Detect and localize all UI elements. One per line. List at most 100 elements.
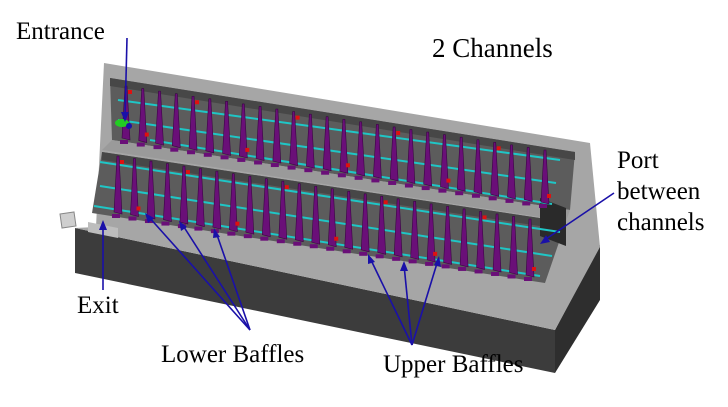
lower-baffle-foot (408, 259, 417, 264)
lower-baffle-arrow-2 (181, 223, 251, 331)
lower-baffle-foot (128, 216, 137, 221)
upper-baffle-foot (421, 186, 430, 191)
upper-baffle-foot (203, 152, 212, 157)
upper-baffle (440, 134, 449, 190)
upper-baffle-foot (120, 140, 128, 144)
entrance-label: Entrance (16, 18, 105, 45)
lower-baffle-arrow-3 (215, 231, 251, 331)
lower-baffle-foot (474, 269, 483, 274)
lower-baffle (459, 208, 469, 268)
lower-baffle (410, 201, 419, 260)
upper-baffle-foot (471, 193, 480, 198)
lower-baffle-foot (112, 214, 120, 218)
upper-baffle-arrow-2 (403, 264, 413, 346)
upper-baffle-foot (455, 191, 464, 196)
upper-baffle-foot (220, 155, 229, 160)
lower-baffle (179, 165, 189, 225)
lower-marker (482, 215, 487, 220)
upper-marker (345, 163, 350, 168)
lower-baffle-arrowhead-1 (145, 213, 154, 223)
lower-baffle-foot (194, 226, 203, 231)
lower-baffle (212, 170, 222, 230)
lower-baffle (476, 211, 485, 270)
lower-marker (334, 236, 339, 241)
lower-baffle-foot (507, 274, 516, 279)
lower-baffle-foot (276, 239, 285, 244)
upper-baffle-foot (270, 163, 279, 168)
lower-marker (284, 185, 289, 190)
lower-baffle (344, 190, 354, 250)
diagram-title: 2 Channels (432, 33, 553, 63)
upper-baffle-arrowhead-1 (368, 254, 375, 264)
lower-baffle-foot (227, 231, 236, 236)
upper-baffle-foot (187, 150, 196, 155)
lower-baffle (327, 188, 337, 248)
lower-baffle (492, 213, 502, 273)
upper-baffle-foot (287, 165, 296, 170)
entrance-arrow (124, 37, 128, 119)
inlet-marker (126, 123, 132, 129)
callout-arrows (99, 37, 615, 346)
lower-baffle (311, 185, 321, 245)
lower-baffle-foot (441, 264, 450, 269)
lower-baffle (196, 168, 205, 227)
lower-baffle (294, 183, 304, 243)
lower-baffle (245, 175, 255, 235)
lower-baffle-foot (293, 241, 302, 246)
upper-baffle-arrow-1 (369, 257, 413, 346)
lower-baffle (278, 180, 288, 240)
upper-marker (396, 130, 401, 135)
lower-marker (136, 206, 141, 211)
upper-baffle-foot (438, 188, 447, 193)
lower-baffle-arrowhead-3 (213, 228, 220, 238)
lower-baffle (393, 198, 403, 258)
upper-baffle (389, 126, 399, 182)
port-opening (540, 198, 566, 246)
upper-marker (295, 115, 300, 120)
upper-baffle-foot (404, 183, 413, 188)
lower-baffle-foot (524, 277, 532, 281)
upper-baffle (406, 129, 416, 184)
upper-marker (496, 146, 501, 151)
lower-marker (433, 251, 438, 256)
upper-marker (547, 194, 551, 198)
lower-baffle (525, 218, 535, 278)
lower-baffles-label: Lower Baffles (161, 341, 305, 368)
lower-baffle-foot (491, 271, 500, 276)
lower-baffle-arrow-1 (147, 215, 251, 331)
upper-baffle-foot (488, 196, 497, 201)
upper-baffle (507, 144, 516, 200)
lower-marker (235, 221, 240, 226)
upper-baffle-foot (153, 145, 162, 150)
upper-marker (195, 100, 200, 105)
lower-baffle-foot (392, 256, 401, 261)
upper-baffle (423, 131, 433, 187)
lower-baffle-foot (161, 221, 170, 226)
upper-baffle (272, 108, 282, 164)
lower-baffle (262, 178, 271, 238)
lower-baffle-foot (260, 236, 269, 241)
exit-label: Exit (77, 292, 119, 319)
upper-baffle-foot (136, 142, 145, 147)
upper-baffle-foot (522, 201, 531, 206)
upper-baffle-foot (304, 168, 313, 173)
exit-arrowhead (99, 220, 107, 230)
lower-marker (532, 267, 536, 271)
lower-baffle (163, 163, 172, 222)
upper-baffle-foot (505, 198, 514, 203)
port-arrowhead (540, 235, 550, 244)
lower-baffle (113, 155, 123, 215)
lower-marker (383, 200, 388, 205)
upper-marker (245, 147, 250, 152)
upper-baffle (473, 139, 483, 195)
upper-baffle (138, 88, 148, 143)
lower-baffle (360, 193, 370, 253)
upper-baffle (289, 111, 298, 166)
channel-divider (102, 140, 570, 221)
lower-baffle (443, 206, 452, 265)
lower-rail-2 (99, 185, 553, 257)
lower-baffle-foot (309, 244, 318, 249)
upper-rail-3 (149, 139, 553, 205)
